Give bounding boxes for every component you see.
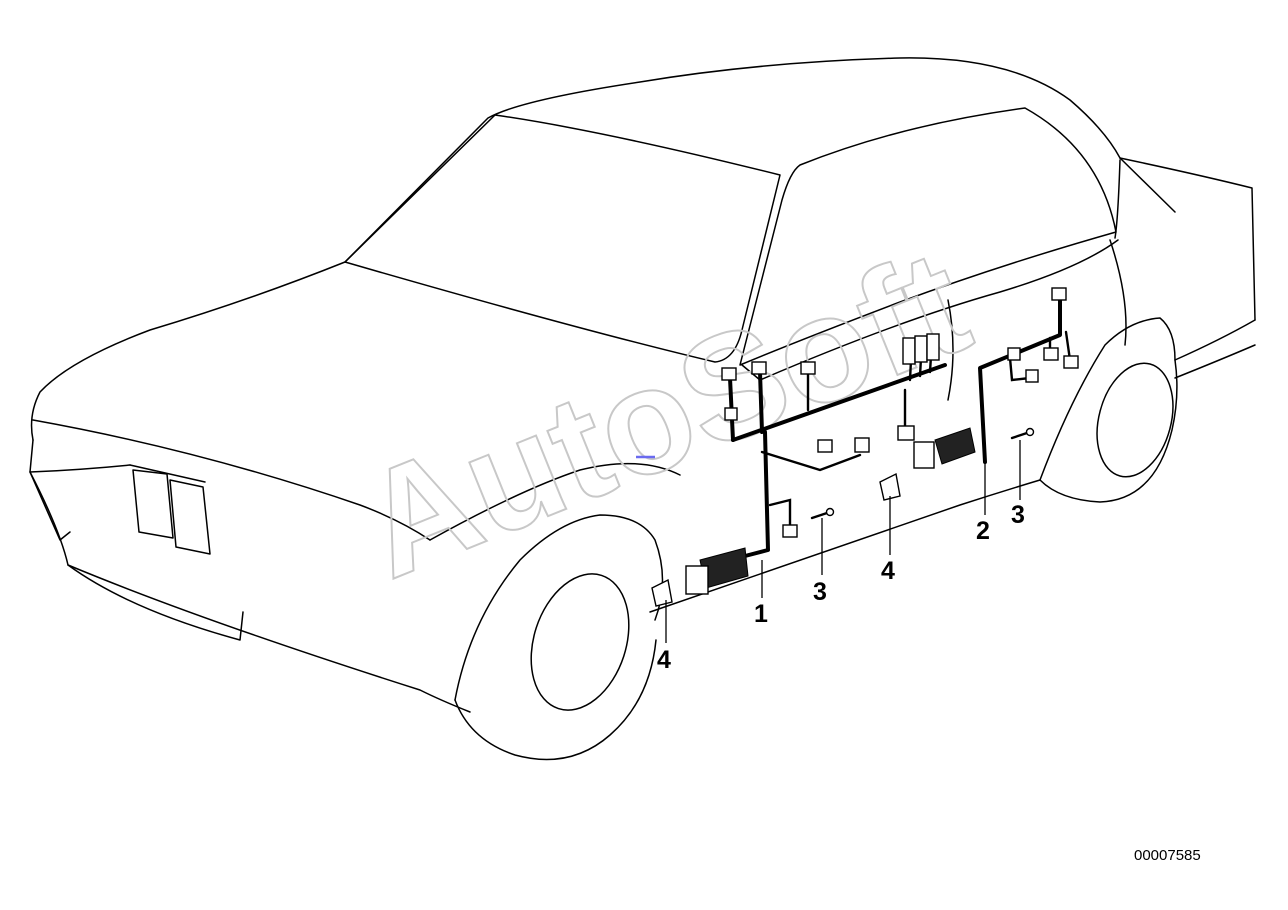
callout-2-rear: 2 [976, 517, 990, 545]
callout-4-mid: 4 [881, 557, 895, 585]
plug-connector-icon [685, 565, 709, 595]
watermark: AutoSoft [339, 217, 989, 610]
callout-4-front: 4 [657, 646, 671, 674]
connector-icon [1051, 287, 1067, 301]
connector-icon [800, 361, 816, 375]
screw-head-icon [1025, 427, 1035, 437]
callout-1-front: 1 [754, 600, 768, 628]
connector-icon [782, 524, 798, 538]
connector-icon [897, 425, 915, 441]
screw-head-icon [825, 507, 835, 517]
small-parts [651, 427, 1035, 607]
connector-icon [751, 361, 767, 375]
connector-icon [854, 437, 870, 453]
leader-lines [636, 440, 1021, 643]
connector-icon [1007, 347, 1021, 361]
car-body-outline [29, 57, 1256, 761]
clip-icon [651, 578, 673, 607]
callout-3-front: 3 [813, 578, 827, 606]
multi-connector-icon [902, 337, 916, 365]
multi-connector-icon [926, 333, 940, 361]
callout-3-rear: 3 [1011, 501, 1025, 529]
connector-icon [1043, 347, 1059, 361]
callouts: 1 2 3 3 4 4 [657, 501, 1025, 674]
clip-icon [879, 472, 901, 501]
multi-connector-icon [914, 335, 928, 363]
rear-door-wiring-harness [913, 287, 1079, 469]
grommet-icon [934, 427, 976, 465]
connector-icon [721, 367, 737, 381]
connector-icon [817, 439, 833, 453]
plug-connector-icon [913, 441, 935, 469]
drawing-number: 00007585 [1134, 847, 1201, 864]
front-door-wiring-harness [685, 333, 947, 595]
connector-icon [724, 407, 738, 421]
connector-icon [1063, 355, 1079, 369]
connector-icon [1025, 369, 1039, 383]
